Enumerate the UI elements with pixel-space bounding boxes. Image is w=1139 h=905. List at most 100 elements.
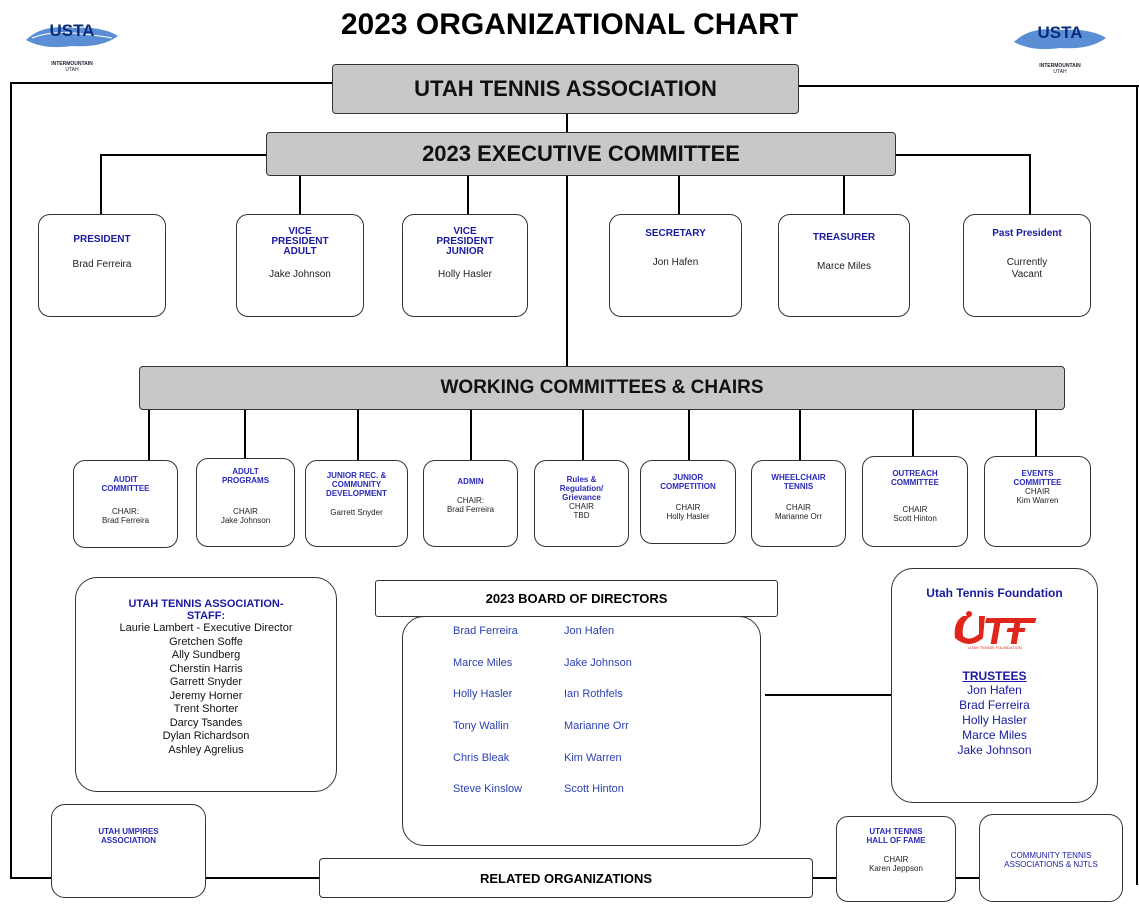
committee-sub: CHAIR: <box>456 496 485 505</box>
working-committees-bar: WORKING COMMITTEES & CHAIRS <box>139 366 1065 410</box>
foundation-title: Utah Tennis Foundation <box>926 586 1063 600</box>
exec-box-vp-adult: VICE PRESIDENT ADULT Jake Johnson <box>236 214 364 317</box>
committee-title: ADMIN <box>457 477 484 486</box>
exec-name: Brad Ferreira <box>72 259 132 270</box>
exec-title: TREASURER <box>812 232 876 243</box>
board-member: Kim Warren <box>564 752 622 764</box>
board-member: Steve Kinslow <box>453 783 523 795</box>
board-member: Tony Wallin <box>453 720 509 732</box>
usta-sub-left: UTAH <box>65 67 79 73</box>
exec-box-treasurer: TREASURER Marce Miles <box>778 214 910 317</box>
exec-name: Marce Miles <box>817 261 871 272</box>
exec-title: PRESIDENT <box>73 234 131 245</box>
committee-name: Marianne Orr <box>774 512 823 521</box>
hall-name: Karen Jeppson <box>869 864 923 873</box>
committee-junior-competition: JUNIOR COMPETITION CHAIR Holly Hasler <box>640 460 736 544</box>
trustees-label: TRUSTEES <box>962 669 1027 683</box>
board-member: Chris Bleak <box>453 752 510 764</box>
committee-rules: Rules & Regulation/ Grievance CHAIR TBD <box>534 460 629 547</box>
committee-sub: CHAIR <box>1025 487 1050 496</box>
committee-name: Brad Ferreira <box>446 505 495 514</box>
committee-outreach: OUTREACH COMMITTEE CHAIR Scott Hinton <box>862 456 968 547</box>
staff-title: UTAH TENNIS ASSOCIATION- STAFF: <box>128 598 284 622</box>
exec-title: Past President <box>992 228 1062 239</box>
usta-brand-left: USTA <box>49 21 94 40</box>
staff-member: Garrett Snyder <box>169 676 243 688</box>
trustees-list: Jon Hafen Brad Ferreira Holly Hasler Mar… <box>892 683 1097 758</box>
committee-title: ADULT PROGRAMS <box>221 467 270 485</box>
committee-audit: AUDIT COMMITTEE CHAIR: Brad Ferreira <box>73 460 178 548</box>
usta-region-left: INTERMOUNTAIN <box>51 61 93 67</box>
hall-of-fame-box: UTAH TENNIS HALL OF FAME CHAIR Karen Jep… <box>836 816 956 902</box>
committee-name: Kim Warren <box>1016 496 1059 505</box>
committee-sub: CHAIR <box>902 505 928 514</box>
committee-name: Brad Ferreira <box>101 516 150 525</box>
committee-title: AUDIT COMMITTEE <box>101 475 150 493</box>
board-member: Scott Hinton <box>564 783 624 795</box>
foundation-box: Utah Tennis Foundation UTAH TENNIS FOUND… <box>891 568 1098 803</box>
committee-name: Jake Johnson <box>220 516 271 525</box>
committee-junior-rec: JUNIOR REC. & COMMUNITY DEVELOPMENT Garr… <box>305 460 408 547</box>
board-member: Marce Miles <box>453 657 513 669</box>
trustee: Brad Ferreira <box>959 698 1030 712</box>
committee-wheelchair: WHEELCHAIR TENNIS CHAIR Marianne Orr <box>751 460 846 547</box>
umpires-title: UTAH UMPIRES ASSOCIATION <box>98 827 159 845</box>
exec-box-president: PRESIDENT Brad Ferreira <box>38 214 166 317</box>
staff-member: Dylan Richardson <box>162 730 250 742</box>
committee-name: Scott Hinton <box>893 514 937 523</box>
board-member: Jon Hafen <box>564 625 615 637</box>
umpires-box: UTAH UMPIRES ASSOCIATION <box>51 804 206 898</box>
staff-member: Laurie Lambert - Executive Director <box>119 622 293 634</box>
staff-member: Cherstin Harris <box>169 662 243 675</box>
committee-title: JUNIOR COMPETITION <box>660 473 716 491</box>
exec-name: Jake Johnson <box>269 269 331 280</box>
hall-title: UTAH TENNIS HALL OF FAME <box>866 827 926 845</box>
committee-name: TBD <box>573 511 590 520</box>
trustee: Holly Hasler <box>962 713 1027 727</box>
committee-name: Holly Hasler <box>666 512 710 521</box>
committee-title: OUTREACH COMMITTEE <box>891 469 939 487</box>
exec-box-vp-junior: VICE PRESIDENT JUNIOR Holly Hasler <box>402 214 528 317</box>
page-title: 2023 ORGANIZATIONAL CHART <box>340 8 799 41</box>
utf-logo: UTAH TENNIS FOUNDATION <box>949 608 1041 655</box>
staff-list: Laurie Lambert - Executive Director Gret… <box>76 622 336 757</box>
staff-member: Trent Shorter <box>173 703 239 715</box>
utf-logo-caption: UTAH TENNIS FOUNDATION <box>968 645 1022 650</box>
committee-sub: CHAIR <box>233 507 258 516</box>
exec-name: Holly Hasler <box>438 269 492 280</box>
usta-brand-right: USTA <box>1037 23 1082 42</box>
staff-member: Gretchen Soffe <box>169 635 243 648</box>
community-title: COMMUNITY TENNIS ASSOCIATIONS & NJTLS <box>1004 851 1098 869</box>
committee-events: EVENTS COMMITTEE CHAIR Kim Warren <box>984 456 1091 547</box>
committee-adult-programs: ADULT PROGRAMS CHAIR Jake Johnson <box>196 458 295 547</box>
committee-sub: CHAIR <box>675 503 701 512</box>
usta-region-right: INTERMOUNTAIN <box>1039 63 1081 69</box>
staff-box: UTAH TENNIS ASSOCIATION- STAFF: Laurie L… <box>75 577 337 792</box>
staff-member: Jeremy Horner <box>169 689 243 702</box>
exec-box-past-president: Past President Currently Vacant <box>963 214 1091 317</box>
committee-sub: CHAIR <box>569 502 594 511</box>
committee-sub: CHAIR: <box>111 507 140 516</box>
committee-sub: CHAIR <box>786 503 811 512</box>
trustee: Jon Hafen <box>967 683 1022 697</box>
board-member: Jake Johnson <box>564 657 632 669</box>
committee-title: WHEELCHAIR TENNIS <box>771 473 826 491</box>
executive-committee-bar: 2023 EXECUTIVE COMMITTEE <box>266 132 896 176</box>
usta-sub-right: UTAH <box>1053 69 1067 75</box>
board-box: Brad Ferreira Marce Miles Holly Hasler T… <box>402 616 761 846</box>
board-member: Brad Ferreira <box>453 625 518 637</box>
committee-title: EVENTS COMMITTEE <box>1013 469 1062 487</box>
trustee: Marce Miles <box>962 728 1027 742</box>
committee-title: Rules & Regulation/ Grievance <box>559 475 604 502</box>
exec-title: VICE PRESIDENT ADULT <box>271 226 329 257</box>
committee-admin: ADMIN CHAIR: Brad Ferreira <box>423 460 518 547</box>
usta-logo-left: USTA INTERMOUNTAIN UTAH <box>22 14 122 74</box>
board-member: Marianne Orr <box>564 720 629 732</box>
staff-member: Darcy Tsandes <box>169 716 243 729</box>
exec-name: Jon Hafen <box>652 257 699 268</box>
committee-name: Garrett Snyder <box>330 508 383 517</box>
staff-member: Ashley Agrelius <box>168 743 244 756</box>
exec-box-secretary: SECRETARY Jon Hafen <box>609 214 742 317</box>
board-title-bar: 2023 BOARD OF DIRECTORS <box>375 580 778 617</box>
related-bar: RELATED ORGANIZATIONS <box>319 858 813 898</box>
